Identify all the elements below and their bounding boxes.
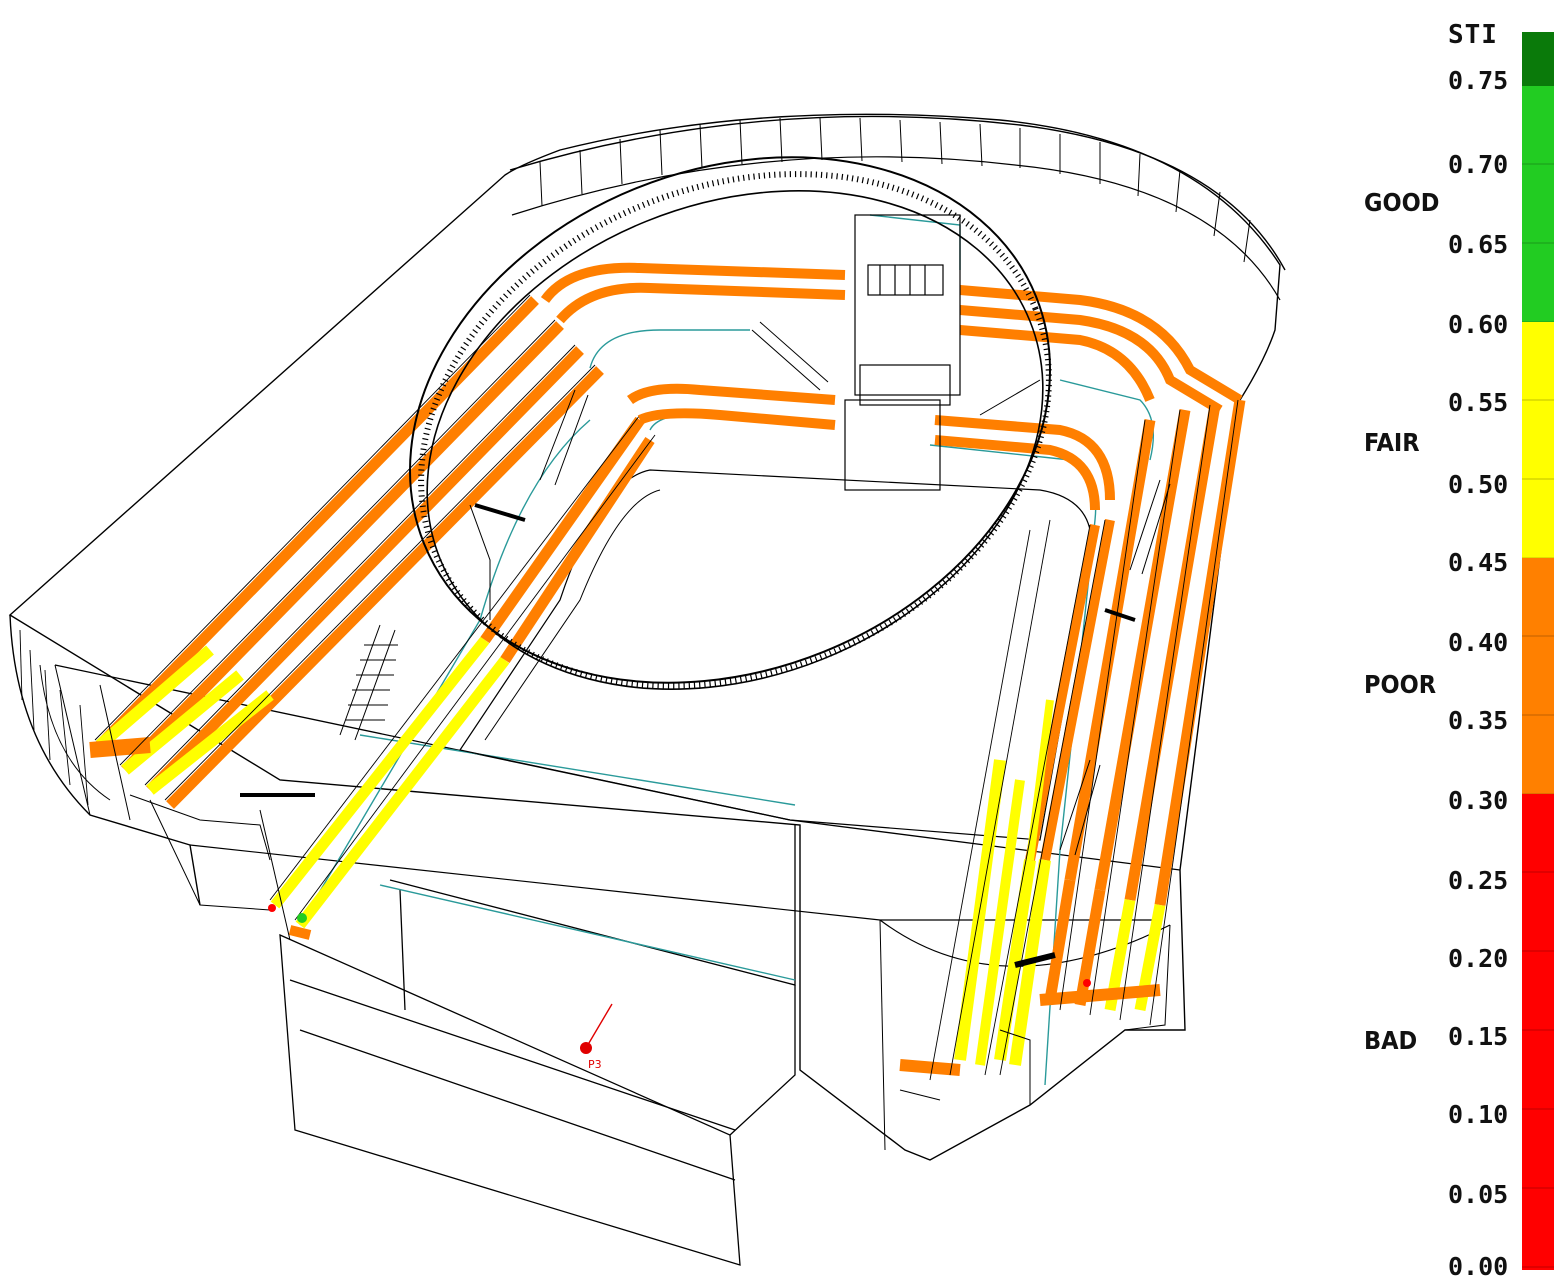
legend-bar-fair bbox=[1522, 322, 1554, 558]
roof-rim-inner bbox=[511, 156, 1281, 301]
legend-tick: 0.10 bbox=[1448, 1100, 1509, 1129]
left-end-inner bbox=[39, 664, 111, 801]
roof-ring bbox=[409, 156, 1052, 690]
field-inner bbox=[484, 489, 661, 741]
legend-tick: 0.05 bbox=[1448, 1180, 1509, 1209]
legend-bar-poor bbox=[1522, 558, 1554, 794]
back-stands bbox=[540, 262, 1243, 511]
legend-tick: 0.00 bbox=[1448, 1252, 1509, 1281]
legend-tick: 0.20 bbox=[1448, 944, 1509, 973]
left-stands bbox=[89, 296, 655, 940]
legend-tick: 0.15 bbox=[1448, 1022, 1509, 1051]
legend-tick: 0.25 bbox=[1448, 866, 1509, 895]
roof-rim-ribs bbox=[539, 117, 1251, 263]
legend-tick: 0.65 bbox=[1448, 230, 1509, 259]
marker-green bbox=[297, 913, 307, 923]
probe-p3: P3 bbox=[580, 1003, 613, 1071]
side-framing bbox=[54, 504, 1171, 1151]
legend-category-poor: POOR bbox=[1364, 670, 1437, 699]
legend-tick: 0.75 bbox=[1448, 66, 1509, 95]
legend-category-fair: FAIR bbox=[1364, 428, 1420, 457]
probe-p3-label: P3 bbox=[588, 1058, 602, 1071]
legend-tick: 0.60 bbox=[1448, 310, 1509, 339]
stadium-wireframe-model: P3 bbox=[8, 113, 1286, 1266]
legend-title: STI bbox=[1448, 20, 1498, 50]
roof-rim bbox=[509, 115, 1286, 271]
legend-tick: 0.70 bbox=[1448, 150, 1509, 179]
legend-category-good: GOOD bbox=[1364, 188, 1440, 217]
legend-tick: 0.45 bbox=[1448, 548, 1509, 577]
left-end-shell bbox=[9, 614, 201, 906]
sti-legend: STI 0.75 0.70 0.65 0.60 0.55 0.50 0.45 0… bbox=[1330, 20, 1562, 1282]
probe-p3-point bbox=[580, 1042, 592, 1054]
legend-tick: 0.40 bbox=[1448, 628, 1509, 657]
legend-category-bad: BAD bbox=[1364, 1026, 1418, 1055]
central-tower bbox=[844, 214, 961, 491]
marker-red-right bbox=[1083, 979, 1091, 987]
legend-tick: 0.35 bbox=[1448, 706, 1509, 735]
lower-box bbox=[279, 825, 796, 1266]
legend-tick: 0.30 bbox=[1448, 786, 1509, 815]
stairs bbox=[240, 321, 1171, 968]
legend-tick: 0.50 bbox=[1448, 470, 1509, 499]
legend-bar-dark-green bbox=[1522, 32, 1554, 86]
outer-shell-outline bbox=[8, 113, 1281, 1161]
marker-red-left bbox=[268, 904, 276, 912]
legend-bar-good bbox=[1522, 86, 1554, 322]
legend-tick: 0.55 bbox=[1448, 388, 1509, 417]
legend-bar-bad bbox=[1522, 794, 1554, 1270]
